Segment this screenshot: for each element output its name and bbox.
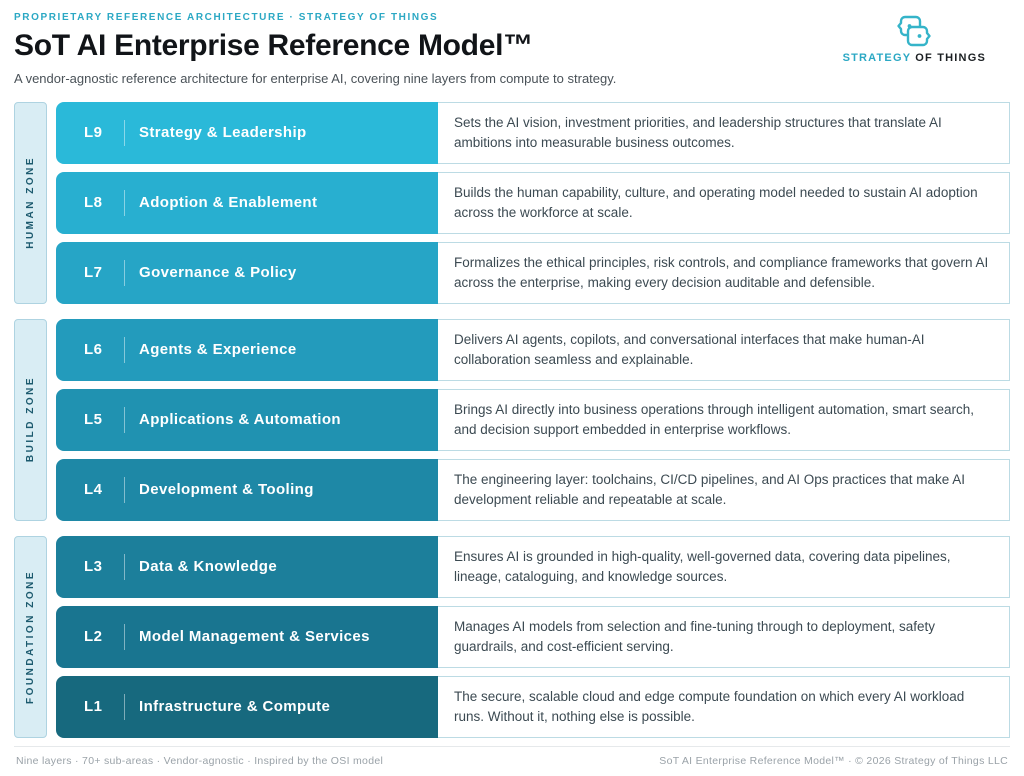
layer-row-l6: L6 Agents & Experience Delivers AI agent…	[56, 318, 1010, 381]
zone-rows: L3 Data & Knowledge Ensures AI is ground…	[56, 535, 1010, 738]
layer-bar: L8 Adoption & Enablement	[56, 171, 438, 234]
header-text-block: PROPRIETARY REFERENCE ARCHITECTURE · STR…	[14, 12, 616, 86]
footer: Nine layers · 70+ sub-areas · Vendor-agn…	[14, 746, 1010, 776]
layer-description: Ensures AI is grounded in high-quality, …	[454, 548, 951, 584]
layer-row-l3: L3 Data & Knowledge Ensures AI is ground…	[56, 535, 1010, 598]
zone-label: FOUNDATION ZONE	[25, 569, 36, 704]
layer-row-l4: L4 Development & Tooling The engineering…	[56, 458, 1010, 521]
header: PROPRIETARY REFERENCE ARCHITECTURE · STR…	[14, 12, 1010, 86]
page-subtitle: A vendor-agnostic reference architecture…	[14, 70, 617, 86]
layer-description: The secure, scalable cloud and edge comp…	[454, 688, 965, 724]
layer-bar: L7 Governance & Policy	[56, 241, 438, 304]
layer-row-l1: L1 Infrastructure & Compute The secure, …	[56, 675, 1010, 738]
layer-description-box: Delivers AI agents, copilots, and conver…	[438, 318, 1010, 381]
zone-strip-build: BUILD ZONE	[14, 318, 47, 521]
layer-bar: L2 Model Management & Services	[56, 605, 438, 668]
zone-human: HUMAN ZONE L9 Strategy & Leadership Sets…	[14, 101, 1010, 304]
layer-description-box: Brings AI directly into business operati…	[438, 388, 1010, 451]
layer-description-box: Ensures AI is grounded in high-quality, …	[438, 535, 1010, 598]
layer-name: Development & Tooling	[139, 481, 314, 498]
layer-description: Brings AI directly into business operati…	[454, 401, 975, 437]
layer-separator	[124, 623, 125, 650]
layer-name: Data & Knowledge	[139, 558, 278, 575]
layer-name: Strategy & Leadership	[139, 124, 307, 141]
layer-id: L2	[84, 628, 103, 645]
layer-stack: HUMAN ZONE L9 Strategy & Leadership Sets…	[14, 101, 1010, 738]
zone-rows: L6 Agents & Experience Delivers AI agent…	[56, 318, 1010, 521]
layer-description-box: Formalizes the ethical principles, risk …	[438, 241, 1010, 304]
layer-name: Agents & Experience	[139, 341, 297, 358]
layer-name: Applications & Automation	[139, 411, 341, 428]
layer-row-l2: L2 Model Management & Services Manages A…	[56, 605, 1010, 668]
layer-bar: L5 Applications & Automation	[56, 388, 438, 451]
layer-description-box: Builds the human capability, culture, an…	[438, 171, 1010, 234]
layer-bar: L9 Strategy & Leadership	[56, 101, 438, 164]
layer-bar: L4 Development & Tooling	[56, 458, 438, 521]
layer-description: Delivers AI agents, copilots, and conver…	[454, 331, 925, 367]
strategy-of-things-logo-icon	[897, 15, 931, 47]
brand-wordmark: STRATEGY OF THINGS	[843, 52, 986, 64]
layer-name: Model Management & Services	[139, 628, 370, 645]
layer-id: L9	[84, 124, 103, 141]
zone-build: BUILD ZONE L6 Agents & Experience Delive…	[14, 318, 1010, 521]
layer-description-box: The engineering layer: toolchains, CI/CD…	[438, 458, 1010, 521]
brand-logo: STRATEGY OF THINGS	[843, 14, 986, 64]
eyebrow-text: PROPRIETARY REFERENCE ARCHITECTURE · STR…	[14, 12, 439, 23]
layer-row-l5: L5 Applications & Automation Brings AI d…	[56, 388, 1010, 451]
zone-strip-foundation: FOUNDATION ZONE	[14, 535, 47, 738]
layer-id: L8	[84, 194, 103, 211]
brand-name-primary: STRATEGY	[842, 52, 912, 64]
layer-description-box: Sets the AI vision, investment prioritie…	[438, 101, 1010, 164]
layer-separator	[124, 406, 125, 433]
layer-separator	[124, 189, 125, 216]
layer-description: The engineering layer: toolchains, CI/CD…	[454, 471, 966, 507]
layer-id: L7	[84, 264, 103, 281]
footer-right-text: SoT AI Enterprise Reference Model™ · © 2…	[659, 755, 1008, 767]
layer-row-l9: L9 Strategy & Leadership Sets the AI vis…	[56, 101, 1010, 164]
layer-separator	[124, 476, 125, 503]
layer-separator	[124, 336, 125, 363]
page-title: SoT AI Enterprise Reference Model™	[14, 29, 533, 62]
footer-left-text: Nine layers · 70+ sub-areas · Vendor-agn…	[16, 755, 384, 767]
zone-rows: L9 Strategy & Leadership Sets the AI vis…	[56, 101, 1010, 304]
layer-row-l7: L7 Governance & Policy Formalizes the et…	[56, 241, 1010, 304]
layer-description: Sets the AI vision, investment prioritie…	[454, 114, 942, 150]
zone-foundation: FOUNDATION ZONE L3 Data & Knowledge Ensu…	[14, 535, 1010, 738]
layer-name: Governance & Policy	[139, 264, 297, 281]
layer-separator	[124, 553, 125, 580]
layer-id: L5	[84, 411, 103, 428]
layer-bar: L3 Data & Knowledge	[56, 535, 438, 598]
layer-name: Adoption & Enablement	[139, 194, 318, 211]
layer-bar: L1 Infrastructure & Compute	[56, 675, 438, 738]
layer-id: L6	[84, 341, 103, 358]
layer-separator	[124, 693, 125, 720]
layer-id: L4	[84, 481, 103, 498]
layer-separator	[124, 119, 125, 146]
zone-label: BUILD ZONE	[25, 376, 36, 463]
layer-row-l8: L8 Adoption & Enablement Builds the huma…	[56, 171, 1010, 234]
brand-name-secondary: OF THINGS	[911, 52, 986, 64]
layer-name: Infrastructure & Compute	[139, 698, 331, 715]
layer-description: Builds the human capability, culture, an…	[454, 184, 978, 220]
layer-separator	[124, 259, 125, 286]
layer-id: L1	[84, 698, 103, 715]
layer-description-box: The secure, scalable cloud and edge comp…	[438, 675, 1010, 738]
layer-description-box: Manages AI models from selection and fin…	[438, 605, 1010, 668]
layer-bar: L6 Agents & Experience	[56, 318, 438, 381]
zone-label: HUMAN ZONE	[25, 156, 36, 249]
layer-description: Formalizes the ethical principles, risk …	[454, 254, 989, 290]
zone-strip-human: HUMAN ZONE	[14, 101, 47, 304]
layer-description: Manages AI models from selection and fin…	[454, 618, 936, 654]
layer-id: L3	[84, 558, 103, 575]
